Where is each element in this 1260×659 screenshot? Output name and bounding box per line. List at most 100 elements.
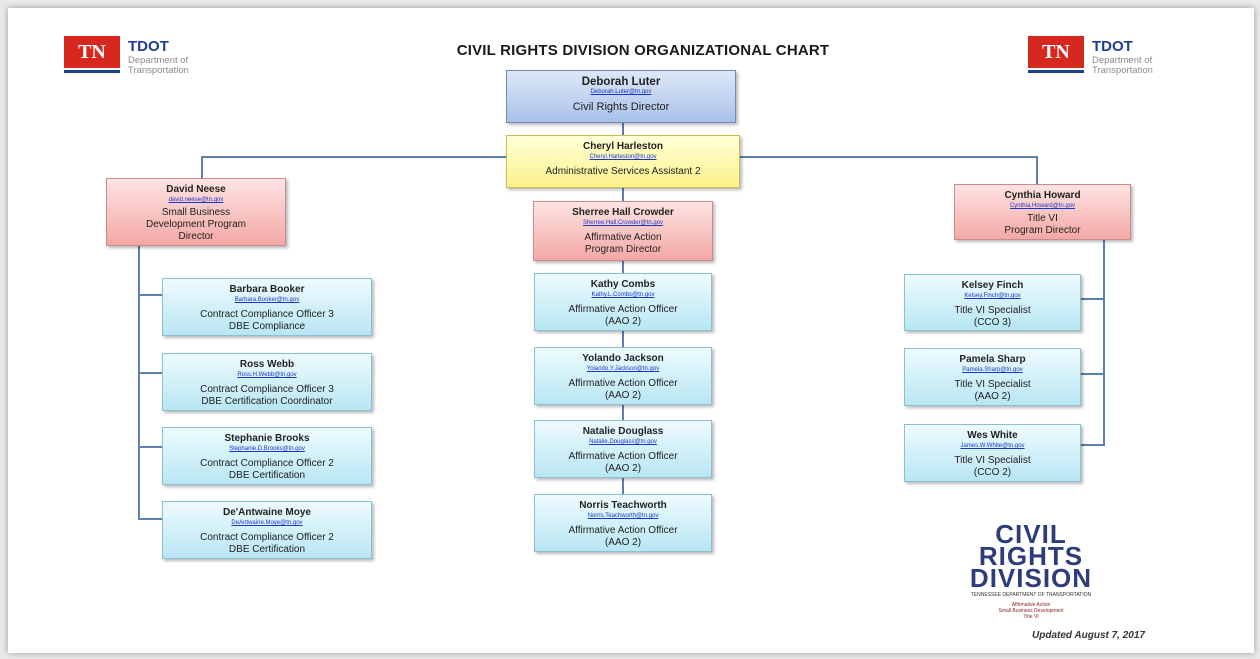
person-name: Kathy Combs (590, 279, 656, 290)
logo-subtitle: TENNESSEE DEPARTMENT OF TRANSPORTATION (970, 592, 1092, 598)
person-email[interactable]: Ross.H.Webb@tn.gov (237, 372, 297, 378)
tn-badge: TN (64, 36, 120, 68)
connector-director-assistant (622, 123, 624, 139)
connector-left-staff-1 (138, 294, 162, 296)
tn-badge: TN (1028, 36, 1084, 68)
person-email[interactable]: Norris.Teachworth@tn.gov (587, 513, 659, 519)
person-role-line-1: Affirmative Action (584, 232, 662, 243)
logo-underline (64, 70, 120, 73)
logo-tag-2: Small Business Development (998, 608, 1064, 614)
person-role-line-1: Contract Compliance Officer 3 (200, 309, 334, 320)
connector-left-staff-3 (138, 446, 162, 448)
person-email[interactable]: Stephanie.D.Brooks@tn.gov (229, 446, 305, 452)
person-role-line-1: Contract Compliance Officer 2 (200, 458, 334, 469)
center-program-director-box: Sherree Hall Crowder Sherree.Hall.Crowde… (533, 201, 713, 261)
person-role-line-2: Program Director (1004, 225, 1081, 236)
person-email[interactable]: DeAntwaine.Moye@tn.gov (231, 520, 303, 526)
person-role-line-2: (AAO 2) (604, 316, 642, 327)
logo-tag-3: Title VI (1023, 614, 1039, 620)
logo-tagline: Affirmative Action Small Business Develo… (946, 602, 1116, 620)
person-role-line-1: Affirmative Action Officer (568, 378, 678, 389)
person-email[interactable]: Cynthia.Howard@tn.gov (1009, 203, 1076, 209)
dept-name: Department of Transportation (128, 56, 189, 76)
person-email[interactable]: Cheryl.Harleston@tn.gov (589, 154, 657, 160)
person-role-line-3: Director (178, 231, 214, 242)
person-role-line-2: DBE Certification Coordinator (201, 396, 333, 407)
person-role-line-1: Affirmative Action Officer (568, 525, 678, 536)
person-email[interactable]: david.neese@tn.gov (168, 197, 224, 203)
person-role-line-1: Small Business (161, 207, 231, 218)
person-email[interactable]: Natalie.Douglass@tn.gov (589, 439, 657, 445)
logo-line-division: DIVISION (969, 563, 1093, 593)
left-program-director-box: David Neese david.neese@tn.gov Small Bus… (106, 178, 286, 246)
connector-to-right-head (1036, 156, 1038, 184)
person-name: Ross Webb (239, 359, 295, 370)
person-email[interactable]: Barbara.Booker@tn.gov (234, 297, 300, 303)
person-role-line-2: DBE Compliance (228, 321, 306, 332)
right-program-director-box: Cynthia Howard Cynthia.Howard@tn.gov Tit… (954, 184, 1131, 240)
person-role-line-1: Affirmative Action Officer (568, 451, 678, 462)
person-name: Yolando Jackson (582, 353, 664, 364)
staff-box: Kelsey Finch Kelsey.Finch@tn.gov Title V… (904, 274, 1081, 331)
person-name: Cynthia Howard (1004, 190, 1081, 201)
person-role-line-2: (AAO 2) (974, 391, 1011, 402)
person-role-line-1: Title VI (1027, 213, 1058, 224)
tdot-abbr: TDOT (128, 38, 169, 55)
staff-box: Barbara Booker Barbara.Booker@tn.gov Con… (162, 278, 372, 336)
person-role-line-2: (AAO 2) (604, 537, 642, 548)
person-email[interactable]: Deborah.Luter@tn.gov (590, 89, 652, 95)
tdot-abbr: TDOT (1092, 38, 1133, 55)
dept-name: Department of Transportation (1092, 56, 1153, 76)
staff-box: Wes White James.W.White@tn.gov Title VI … (904, 424, 1081, 482)
dept-line-2: Transportation (128, 65, 189, 76)
person-role-line-2: (AAO 2) (604, 463, 642, 474)
dept-line-2: Transportation (1092, 65, 1153, 76)
staff-box: Kathy Combs Kathy.L.Combs@tn.gov Affirma… (534, 273, 712, 331)
person-role-line-1: Affirmative Action Officer (568, 304, 678, 315)
person-role-line-2: Development Program (145, 219, 247, 230)
assistant-box: Cheryl Harleston Cheryl.Harleston@tn.gov… (506, 135, 740, 188)
person-email[interactable]: Kathy.L.Combs@tn.gov (591, 292, 655, 298)
person-email[interactable]: Pamela.Sharp@tn.gov (962, 367, 1023, 373)
person-name: Sherree Hall Crowder (572, 207, 674, 218)
person-role-line-2: DBE Certification (228, 544, 306, 555)
person-role-line-2: (CCO 3) (973, 317, 1012, 328)
person-name: Pamela Sharp (959, 354, 1026, 365)
person-role-line-2: (AAO 2) (604, 390, 642, 401)
logo-line-rights: RIGHTS (978, 541, 1084, 571)
person-name: De'Antwaine Moye (223, 507, 311, 518)
person-role-line-2: (CCO 2) (973, 467, 1012, 478)
person-name: Cheryl Harleston (582, 141, 664, 152)
connector-to-left-head (201, 156, 203, 178)
person-role-line-1: Title VI Specialist (954, 379, 1031, 390)
staff-box: Natalie Douglass Natalie.Douglass@tn.gov… (534, 420, 712, 478)
person-name: Barbara Booker (229, 284, 305, 295)
person-name: Norris Teachworth (579, 500, 667, 511)
org-chart-sheet: TN TDOT Department of Transportation TN … (8, 8, 1254, 653)
connector-right-column (1103, 240, 1105, 446)
staff-box: Yolando Jackson Yolando.Y.Jackson@tn.gov… (534, 347, 712, 405)
staff-box: Stephanie Brooks Stephanie.D.Brooks@tn.g… (162, 427, 372, 485)
person-email[interactable]: Yolando.Y.Jackson@tn.gov (586, 366, 660, 372)
person-name: Natalie Douglass (582, 426, 664, 437)
staff-box: De'Antwaine Moye DeAntwaine.Moye@tn.gov … (162, 501, 372, 559)
person-email[interactable]: Kelsey.Finch@tn.gov (964, 293, 1021, 299)
logo-underline (1028, 70, 1084, 73)
connector-right-staff-3 (1081, 444, 1105, 446)
civil-rights-division-logo: CIVIL RIGHTS DIVISION TENNESSEE DEPARTME… (946, 519, 1116, 620)
person-name: Wes White (967, 430, 1018, 441)
person-role-line-1: Title VI Specialist (954, 305, 1031, 316)
connector-left-staff-4 (138, 518, 162, 520)
person-name: David Neese (166, 184, 226, 195)
connector-right-staff-2 (1081, 373, 1105, 375)
person-role-line-1: Contract Compliance Officer 3 (200, 384, 334, 395)
logo-tag-1: Affirmative Action (1011, 602, 1051, 608)
logo-line-civil: CIVIL (995, 519, 1067, 549)
person-email[interactable]: Sherree.Hall.Crowder@tn.gov (582, 220, 664, 226)
dept-line-1: Department of (1092, 55, 1153, 66)
person-name: Kelsey Finch (961, 280, 1024, 291)
person-email[interactable]: James.W.White@tn.gov (960, 443, 1025, 449)
person-role: Civil Rights Director (572, 101, 670, 113)
connector-right-staff-1 (1081, 298, 1105, 300)
staff-box: Norris Teachworth Norris.Teachworth@tn.g… (534, 494, 712, 552)
